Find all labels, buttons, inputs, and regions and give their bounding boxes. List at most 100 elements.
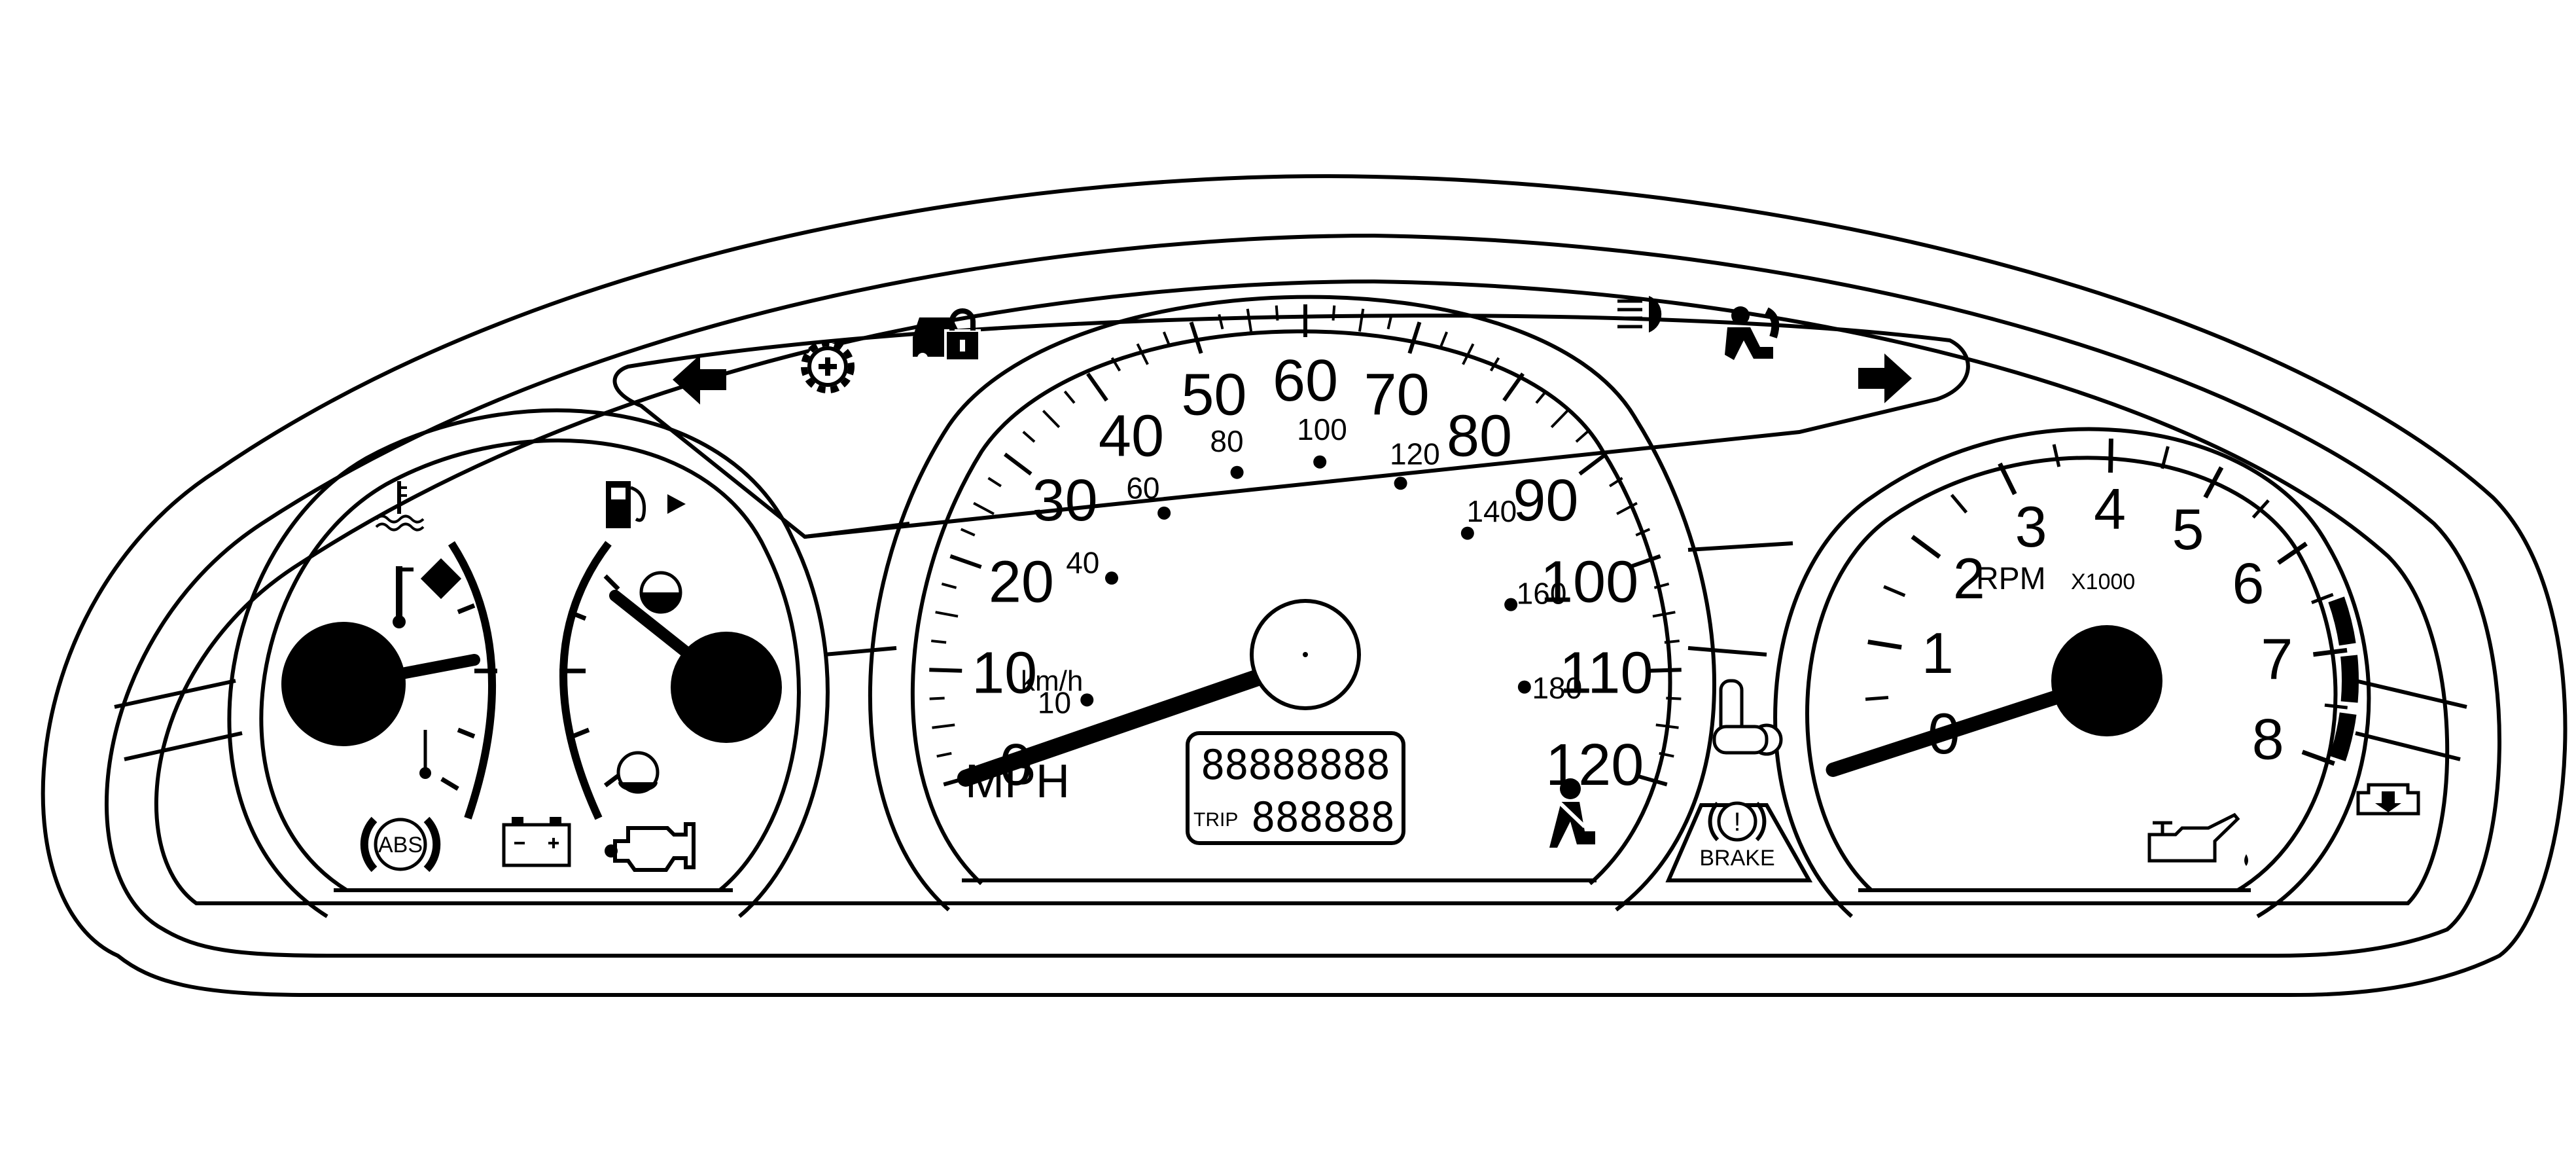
vehicle-security-lock-icon (913, 308, 981, 363)
oil-pressure-icon (2147, 812, 2248, 866)
battery-icon (502, 817, 571, 867)
rpm-tick-label: 8 (2252, 707, 2284, 772)
tachometer-tick (2161, 446, 2170, 469)
rpm-multiplier-label: X1000 (2071, 569, 2135, 594)
kmh-tick-dot (1517, 680, 1531, 694)
left-pod-outer-ring (227, 408, 830, 918)
redline-segment (2329, 712, 2357, 762)
kmh-tick-dot (1394, 477, 1407, 490)
kmh-tick-dot (1460, 526, 1474, 540)
airbag-icon (1725, 306, 1780, 360)
mph-tick-label: 10 (972, 641, 1037, 706)
speedometer-tick (1578, 452, 1608, 476)
speedometer-tick (1575, 431, 1589, 443)
left-trim-line (114, 679, 236, 709)
high-beam-icon (1617, 296, 1662, 333)
coolant-temperature-icon (375, 481, 425, 532)
speedometer: 0102030405060708090100110120 10406080100… (868, 295, 1716, 912)
temperature-needle-hub (281, 622, 406, 746)
speedometer-tick (1332, 305, 1336, 321)
mph-tick-label: 100 (1540, 550, 1638, 615)
tachometer-tick (1998, 462, 2017, 496)
tachometer-tick (1883, 585, 1906, 598)
right-trim-line (2355, 731, 2461, 761)
turn-right-arrow-icon (1858, 353, 1912, 403)
tachometer-tick (2251, 499, 2270, 519)
speedometer-tick (1022, 431, 1036, 443)
brake-label: BRAKE (1699, 846, 1774, 871)
speedometer-tick (1550, 410, 1569, 429)
fuel-gauge-arc (559, 541, 612, 820)
temperature-gauge-ticks (440, 603, 497, 791)
right-trim-line (2355, 679, 2467, 709)
brake-warning-icon: ! (1708, 801, 1767, 842)
fuel-gauge-ticks (559, 574, 620, 787)
kmh-tick-dot (1157, 506, 1171, 520)
odometer-display (1186, 731, 1405, 845)
kmh-tick-label: 40 (1066, 546, 1099, 580)
speedometer-tick (1439, 331, 1449, 347)
speedometer-tick (949, 554, 982, 569)
mph-tick-label: 110 (1559, 641, 1653, 706)
redline-segment (2328, 596, 2356, 646)
speedometer-tick (1003, 452, 1032, 476)
rpm-tick-label: 6 (2232, 551, 2264, 616)
kmh-tick-label: 140 (1466, 494, 1517, 528)
cluster-inner-bezel (105, 233, 2501, 958)
kmh-tick-dot (1104, 571, 1118, 585)
left-trim-line (124, 731, 243, 761)
brake-symbol: ! (1733, 808, 1740, 837)
speedometer-tick (1407, 321, 1422, 354)
speedometer-inner-ring (911, 329, 1672, 886)
fuel-gauge (559, 481, 782, 820)
temperature-fuel-pod: ABS (227, 408, 830, 918)
speedometer-tick (936, 751, 952, 758)
check-engine-icon (605, 822, 696, 872)
speedometer-tick (1629, 554, 1661, 569)
speedometer-tick (1218, 314, 1224, 330)
temperature-cold-icon (419, 730, 431, 779)
tachometer-tick (2324, 703, 2348, 710)
speedometer-tick (1653, 583, 1670, 589)
trip-reset-stem-icon[interactable] (1712, 679, 1783, 756)
tachometer-inner-ring (1805, 456, 2338, 892)
kmh-tick-dot (1230, 465, 1244, 479)
kmh-tick-label: 160 (1517, 576, 1567, 610)
connector-line (1687, 541, 1793, 552)
mph-tick-label: 90 (1513, 468, 1578, 533)
tachometer-tick (2052, 444, 2061, 467)
rpm-tick-label: 3 (2015, 494, 2047, 559)
rpm-tick-label: 2 (1953, 546, 1985, 611)
speedometer-tick (1162, 331, 1171, 347)
mph-tick-label: 20 (989, 550, 1054, 615)
kmh-tick-label: 120 (1390, 437, 1440, 471)
rpm-tick-label: 7 (2261, 626, 2293, 691)
kmh-unit-label: km/h (1021, 665, 1083, 697)
connector-line (804, 522, 910, 539)
odometer-trip-digits: 888888 (1251, 793, 1395, 841)
tachometer: 012345678 RPM X1000 (1773, 427, 2371, 918)
fuel-empty-marker (616, 751, 660, 794)
tachometer-hub (2051, 625, 2162, 736)
kmh-tick-label: 60 (1126, 471, 1159, 505)
speedometer-tick (931, 640, 947, 644)
speedometer-tick (1063, 390, 1076, 404)
engine-service-icon (2356, 783, 2420, 816)
tachometer-scale: 012345678 (1922, 477, 2293, 772)
fuel-full-marker (639, 571, 682, 614)
speedometer-tick (1275, 305, 1279, 321)
brake-housing (1665, 803, 1813, 882)
kmh-tick-label: 10 (1038, 686, 1071, 720)
speedometer-tick (1659, 751, 1674, 758)
speedometer-tick (1616, 501, 1638, 515)
speedometer-tick (973, 501, 995, 515)
mph-tick-label: 30 (1032, 468, 1098, 533)
tachometer-tick (2277, 541, 2308, 565)
tachometer-redline (2328, 596, 2359, 762)
redline-segment (2340, 655, 2359, 703)
speedometer-tick (1110, 357, 1121, 372)
temperature-hot-icon (393, 566, 414, 628)
tachometer-tick (1950, 494, 1968, 514)
